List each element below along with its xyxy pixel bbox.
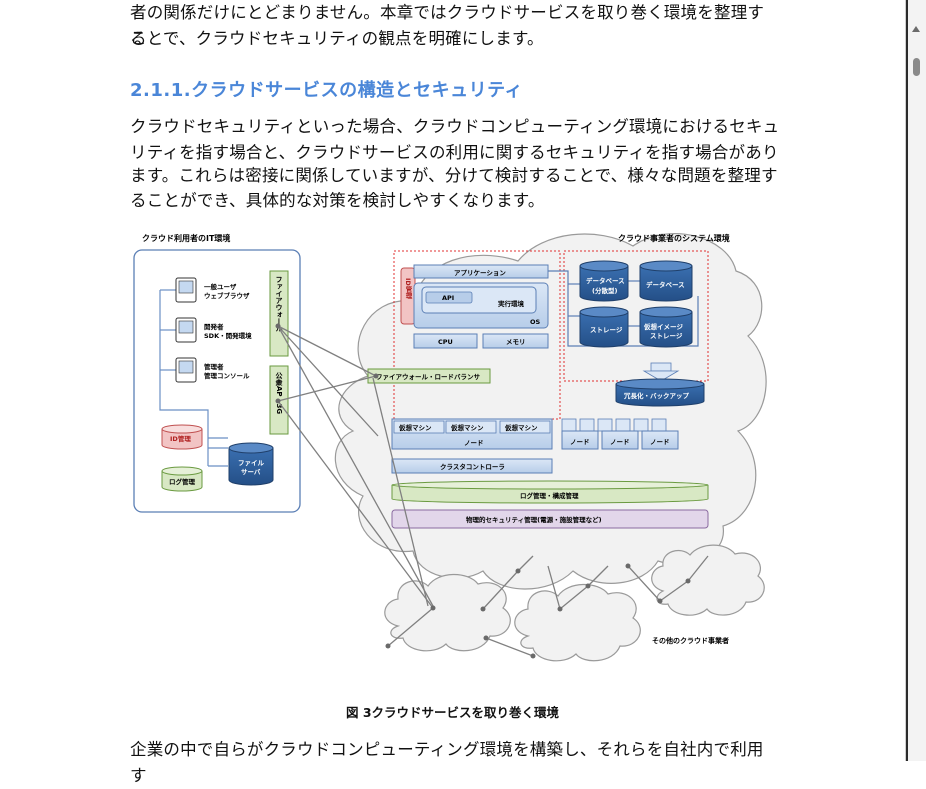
intro-line-1: 者の関係だけにとどまりません。本章ではクラウドサービスを取り巻く環境を整理する [130, 3, 765, 48]
paragraph-line-2: リティを指す場合と、クラウドサービスの利用に関するセキュリティを指す場合があり [130, 143, 779, 162]
network-connection-lines [277, 325, 709, 657]
network-connection-dots [275, 323, 691, 659]
node-main-label: ノード [464, 439, 484, 447]
section-heading: 2.1.1.クラウドサービスの構造とセキュリティ [130, 80, 524, 101]
svg-text:管理者: 管理者 [204, 362, 224, 371]
id-management-cylinder: ID管理 [161, 424, 203, 450]
svg-text:ID管理: ID管理 [170, 434, 191, 443]
provider-env-title: クラウド事業者のシステム環境 [618, 233, 730, 243]
storage-cylinder: ストレージ [579, 306, 629, 348]
node-group-right [561, 418, 679, 450]
file-server-cylinder: ファイル サーバ [228, 442, 274, 486]
svg-text:公衆AP・3G: 公衆AP・3G [275, 372, 283, 414]
svg-text:ストレージ: ストレージ [650, 332, 683, 340]
physical-security-label: 物理的セキュリティ管理(電源・施設管理など) [466, 515, 602, 524]
svg-text:データベース: データベース [586, 276, 625, 285]
svg-text:(分散型): (分散型) [592, 286, 617, 295]
vm-box-3 [499, 420, 551, 434]
svg-text:ウェブブラウザ: ウェブブラウザ [204, 291, 250, 300]
vm-label-1: 仮想マシン [398, 423, 432, 432]
provider-cloud-shape [334, 232, 767, 590]
scrollbar-thumb[interactable] [913, 58, 920, 76]
virtual-image-storage-cylinder: 仮想イメージ ストレージ [639, 306, 693, 348]
firewall-box: ファイアウォール [269, 270, 289, 357]
vertical-scrollbar[interactable] [905, 0, 926, 761]
firewall-loadbalancer-label: ファイアウォール・ロードバランサ [376, 373, 481, 381]
svg-text:ID管理: ID管理 [404, 278, 412, 300]
svg-text:仮想イメージ: 仮想イメージ [643, 322, 683, 331]
paragraph-line-1: クラウドセキュリティといった場合、クラウドコンピューティング環境におけるセキュ [130, 117, 780, 136]
user-network-lines [159, 289, 228, 467]
svg-text:ファイル: ファイル [238, 459, 265, 467]
svg-text:開発者: 開発者 [204, 322, 224, 331]
svg-text:ログ管理・構成管理: ログ管理・構成管理 [520, 491, 579, 500]
cpu-label: CPU [438, 338, 453, 346]
svg-text:ストレージ: ストレージ [590, 326, 623, 334]
physical-security-box [391, 509, 709, 529]
api-label: API [442, 294, 454, 302]
scrollbar-edge [906, 0, 908, 761]
paragraph-line-4: ることができ、具体的な対策を検討しやすくなります。 [130, 191, 545, 210]
vm-label-3: 仮想マシン [504, 423, 538, 432]
user-env-title: クラウド利用者のIT環境 [142, 233, 230, 243]
paragraph-line-3: ます。これらは密接に関係していますが、分けて検討することで、様々な問題を整理す [130, 166, 778, 185]
svg-text:冗長化・バックアップ: 冗長化・バックアップ [623, 391, 690, 400]
intro-line-2: ことで、クラウドセキュリティの観点を明確にします。 [130, 29, 544, 48]
terminal-general-user: 一般ユーザ ウェブブラウザ [175, 277, 250, 303]
api-box [425, 291, 473, 304]
cluster-controller-box [391, 458, 553, 474]
svg-text:サーバ: サーバ [241, 468, 261, 476]
redundancy-backup-cylinder: 冗長化・バックアップ [615, 378, 705, 407]
terminal-administrator: 管理者 管理コンソール [175, 357, 250, 383]
bottom-cloud-middle [514, 583, 641, 662]
cloud-environment-figure: クラウド利用者のIT環境 クラウド事業者のシステム環境 一般ユーザ ウェブブラウ… [133, 232, 767, 662]
node-label-a: ノード [570, 438, 590, 446]
document-page: 者の関係だけにとどまりません。本章ではクラウドサービスを取り巻く環境を整理する … [130, 3, 780, 785]
vm-box-1 [393, 420, 445, 434]
application-label: アプリケーション [454, 268, 506, 277]
vm-label-2: 仮想マシン [450, 423, 484, 432]
other-provider-cloud [651, 544, 765, 616]
database-cylinder: データベース [639, 260, 693, 302]
redundancy-arrow [642, 362, 680, 382]
log-config-management-disk: ログ管理・構成管理 [391, 480, 709, 504]
storage-connectors [548, 270, 699, 347]
svg-text:一般ユーザ: 一般ユーザ [204, 282, 237, 291]
cluster-controller-label: クラスタコントローラ [440, 462, 505, 471]
os-label: OS [530, 318, 541, 326]
cpu-box [413, 333, 478, 349]
distributed-database-cylinder: データベース (分散型) [579, 260, 629, 302]
vm-box-2 [445, 420, 497, 434]
memory-box [482, 333, 549, 349]
scroll-up-arrow-icon[interactable] [912, 26, 920, 32]
memory-label: メモリ [506, 338, 526, 346]
firewall-loadbalancer-box [367, 368, 491, 384]
other-providers-label: その他のクラウド事業者 [652, 636, 729, 645]
bottom-paragraph-line: 企業の中で自らがクラウドコンピューティング環境を構築し、それらを自社内で利用す [130, 740, 764, 785]
bottom-cloud-left [384, 573, 511, 652]
svg-text:ログ管理: ログ管理 [169, 477, 196, 486]
figure-caption: 図 3クラウドサービスを取り巻く環境 [345, 705, 560, 720]
svg-text:SDK・開発環境: SDK・開発環境 [204, 331, 252, 340]
runtime-label: 実行環境 [498, 299, 525, 308]
node-label-b: ノード [610, 438, 630, 446]
svg-text:管理コンソール: 管理コンソール [204, 371, 250, 380]
svg-text:ファイアウォール: ファイアウォール [275, 276, 283, 332]
id-management-vertical: ID管理 [400, 267, 416, 325]
terminal-developer: 開発者 SDK・開発環境 [175, 317, 252, 343]
log-management-cylinder: ログ管理 [161, 466, 203, 492]
node-label-c: ノード [650, 438, 670, 446]
svg-text:データベース: データベース [646, 280, 685, 289]
